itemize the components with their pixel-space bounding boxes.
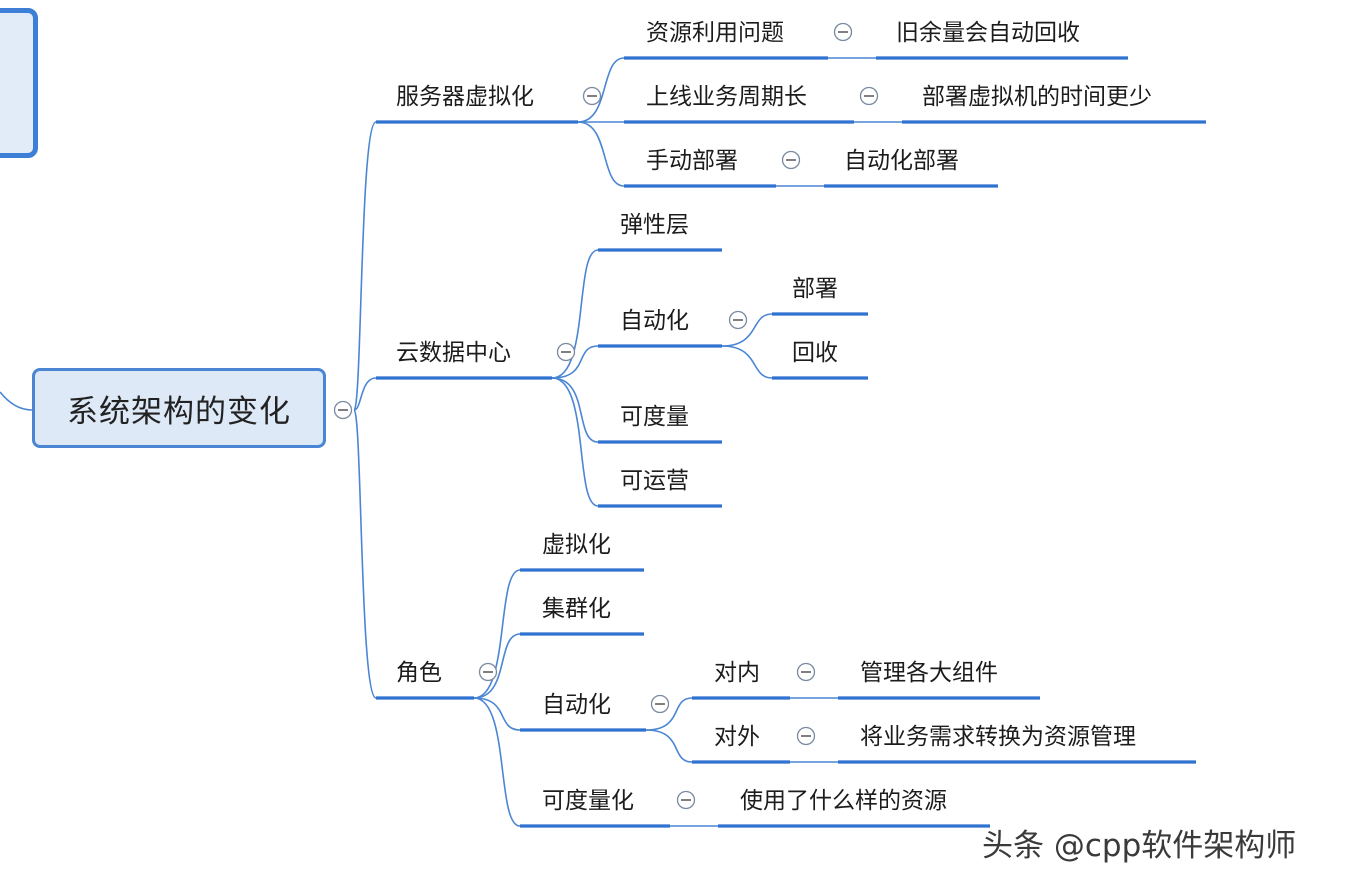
collapse-toggle-root[interactable]: [333, 400, 353, 420]
root-node-label: 系统架构的变化: [67, 393, 291, 430]
collapse-toggle-external[interactable]: [796, 726, 816, 746]
collapse-toggle-cloud-automation[interactable]: [728, 310, 748, 330]
node-role-measurable[interactable]: 可度量化: [542, 788, 634, 814]
node-elastic-layer[interactable]: 弹性层: [620, 212, 689, 238]
root-node[interactable]: 系统架构的变化: [32, 368, 326, 448]
collapse-toggle-role[interactable]: [478, 662, 498, 682]
node-role-clustering[interactable]: 集群化: [542, 596, 611, 622]
branch-curves: [0, 57, 773, 827]
collapse-toggle-cloud-datacenter[interactable]: [556, 342, 576, 362]
node-operable[interactable]: 可运营: [620, 468, 689, 494]
collapse-toggle-server-virtualization[interactable]: [582, 86, 602, 106]
node-external-result[interactable]: 将业务需求转换为资源管理: [860, 724, 1136, 750]
node-cloud-datacenter[interactable]: 云数据中心: [396, 340, 511, 366]
node-cloud-automation[interactable]: 自动化: [620, 308, 689, 334]
node-launch-cycle[interactable]: 上线业务周期长: [646, 84, 807, 110]
result-connectors: [670, 57, 902, 827]
node-measurable[interactable]: 可度量: [620, 404, 689, 430]
node-reclaim[interactable]: 回收: [792, 340, 838, 366]
node-role[interactable]: 角色: [396, 660, 442, 686]
node-resource-util[interactable]: 资源利用问题: [646, 20, 784, 46]
node-role-automation[interactable]: 自动化: [542, 692, 611, 718]
collapse-toggle-manual-deploy[interactable]: [781, 150, 801, 170]
node-external[interactable]: 对外: [714, 724, 760, 750]
node-resource-util-result[interactable]: 旧余量会自动回收: [896, 20, 1080, 46]
node-manual-deploy[interactable]: 手动部署: [646, 148, 738, 174]
offscreen-node-box: [0, 8, 38, 158]
node-role-virtualization[interactable]: 虚拟化: [542, 532, 611, 558]
node-internal-result[interactable]: 管理各大组件: [860, 660, 998, 686]
node-manual-deploy-result[interactable]: 自动化部署: [844, 148, 959, 174]
collapse-toggle-measurable[interactable]: [676, 790, 696, 810]
node-deploy[interactable]: 部署: [792, 276, 838, 302]
node-launch-cycle-result[interactable]: 部署虚拟机的时间更少: [922, 84, 1152, 110]
node-underlines: [376, 56, 1206, 828]
collapse-toggle-resource-util[interactable]: [833, 22, 853, 42]
collapse-toggle-internal[interactable]: [796, 662, 816, 682]
collapse-toggle-launch-cycle[interactable]: [859, 86, 879, 106]
watermark: 头条 @cpp软件架构师: [982, 828, 1297, 864]
collapse-toggle-role-automation[interactable]: [650, 694, 670, 714]
node-internal[interactable]: 对内: [714, 660, 760, 686]
node-role-measurable-result[interactable]: 使用了什么样的资源: [740, 788, 947, 814]
node-server-virtualization[interactable]: 服务器虚拟化: [396, 84, 534, 110]
